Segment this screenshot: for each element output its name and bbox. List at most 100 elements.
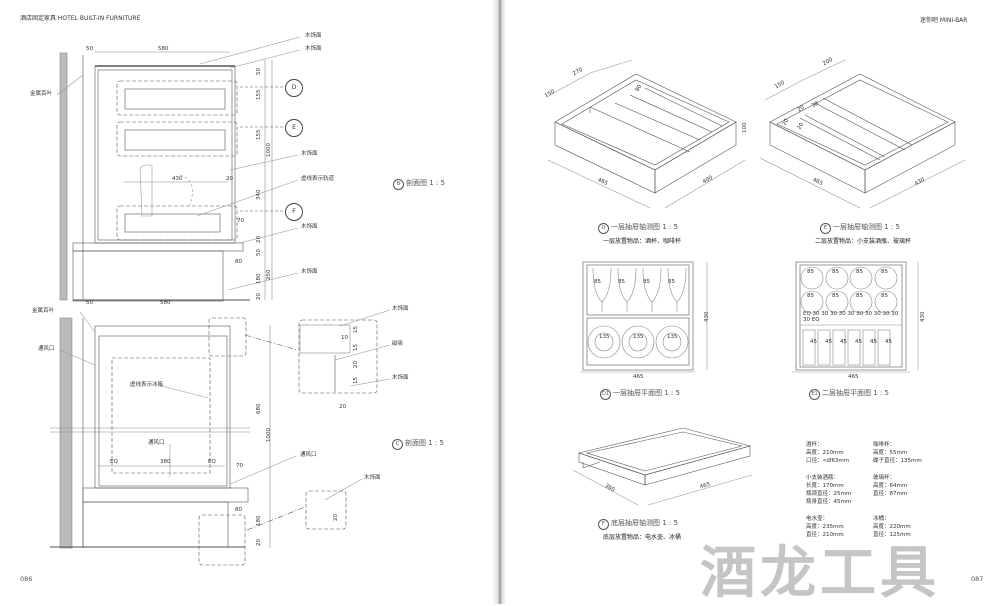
dim: 100 [742,122,748,134]
section-mark: D [598,223,609,234]
spec-title: 小支装酒瓶： [806,475,840,481]
label-wood-finish: 木饰面 [364,475,381,481]
dim: 155 [256,89,262,101]
caption-text: 底层抽屉轴测图 1 : 5 [611,519,678,527]
spec-line: 直径：87mm [873,491,908,497]
dim: 135 [633,334,644,340]
dim: 85 [807,269,814,275]
label-dashed-rail: 虚线表示轨道 [301,176,335,182]
page-number: 086 [20,575,33,583]
iso-e-items: 二层放置物品：小支装酒瓶、玻璃杯 [815,238,912,245]
dim: 85 [856,269,863,275]
dim: 85 [832,293,839,299]
spec-line: 高度：220mm [873,524,911,530]
dim: 155 [256,129,262,141]
dim: 1000 [266,428,272,442]
dim: 135 [599,334,610,340]
dim: 50 [256,249,262,256]
label-wood-finish: 木饰面 [305,46,322,52]
spec-title: 电水壶： [806,516,829,522]
dim: 580 [158,46,169,52]
spec-line: 口径：<Ø63mm [806,458,850,464]
header-title: 迷你吧 MINI-BAR [920,17,968,24]
label-wood-finish: 木饰面 [301,224,318,230]
dim: 85 [594,279,601,285]
page-number: 087 [971,575,984,583]
dim: 340 [256,189,262,201]
spec-line: 高度：64mm [873,483,908,489]
dim: 85 [881,269,888,275]
label-dashed-fridge: 虚线表示冰箱 [130,382,164,388]
label-magnet: 磁吸 [392,341,404,347]
dim-spacing-row: EQ 30 30 30 30 30 30 30 30 30 30 30 EQ [803,311,899,323]
dim: 85 [668,279,675,285]
section-mark: C [392,439,403,450]
dim: 80 [235,507,242,513]
dim: 70 [237,218,244,224]
dim: 15 [353,326,359,333]
spec-title: 冰桶： [873,516,890,522]
spec-line: 高度：55mm [873,450,908,456]
caption-text: 一层抽屉平面图 1 : 5 [613,389,680,397]
section-mark: B [393,179,404,190]
dim: 45 [855,339,862,345]
dim: 180 [256,273,262,285]
section-mark: D1 [600,389,611,400]
dim: 85 [881,293,888,299]
dim: 580 [160,300,171,306]
dim: 80 [235,259,242,265]
dim: 50 [86,46,93,52]
section-drawings [50,36,391,566]
dim: 50 [256,68,262,75]
spec-line: 直径：210mm [806,532,844,538]
iso-f-items: 底层放置物品：电水壶、冰桶 [603,534,682,541]
drawer-drawings [547,59,966,506]
label-wood-finish: 木饰面 [392,375,409,381]
dim: 465 [848,374,859,380]
spec-line: 高度：235mm [806,524,844,530]
spec-line: 瓶颈直径：25mm [806,491,852,497]
right-page: 迷你吧 MINI-BAR 150 270 80 100 465 400 150 … [505,0,1000,604]
dim: 465 [633,374,644,380]
dim: 180 [256,515,262,527]
dim: 20 [226,176,233,182]
dim: 70 [236,463,243,469]
dim: 45 [825,339,832,345]
dim: 135 [667,334,678,340]
callout-f: F [285,203,303,221]
caption-text: 剖面图 1 : 5 [406,179,445,187]
caption-text: 一层抽屉轴测图 1 : 5 [611,223,678,231]
section-mark: F [598,519,609,530]
dim: 15 [353,377,359,384]
spec-title: 酒杯： [806,442,823,448]
dim: 45 [810,339,817,345]
section-mark: E1 [809,389,820,400]
dim: 85 [832,269,839,275]
dim: 20 [333,514,339,521]
dim: 430 [704,311,710,323]
caption-text: 一层抽屉轴测图 1 : 5 [833,223,900,231]
iso-d-items: 一层放置物品：酒杯、咖啡杯 [603,238,682,245]
dim: 20 [353,361,359,368]
watermark: 酒龙工具 [700,541,940,606]
dim: 430 [920,311,926,323]
dim: 680 [256,403,262,415]
header-title: 酒店固定家具 HOTEL BUILT-IN FURNITURE [20,15,141,22]
spec-title: 咖啡杯： [873,442,896,448]
section-mark: E [820,223,831,234]
label-metal-louver: 金属百叶 [32,308,55,314]
dim: 45 [885,339,892,345]
dim: 380 [160,459,171,465]
spec-line: 高度：210mm [806,450,844,456]
caption-text: 二层抽屉平面图 1 : 5 [822,389,889,397]
dim: 1000 [266,143,272,157]
dim: EQ [110,459,118,465]
